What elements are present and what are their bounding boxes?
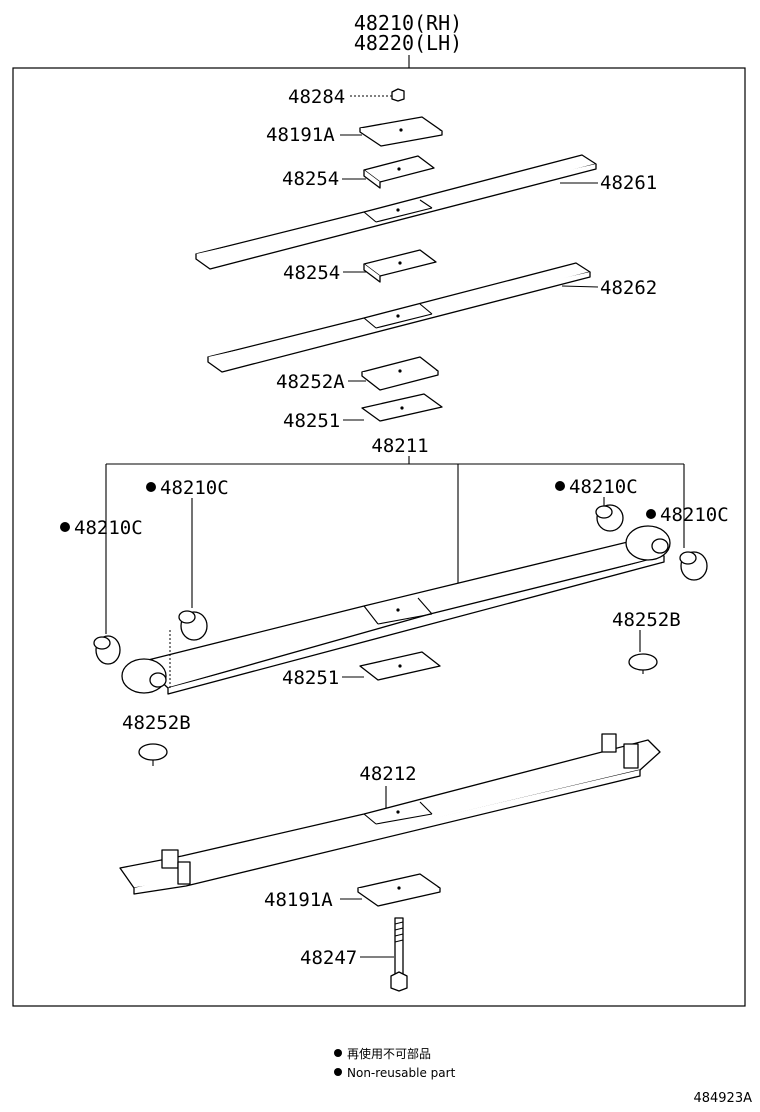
- legend-marker-jp: [334, 1049, 342, 1057]
- label-48210c-4[interactable]: 48210C: [660, 504, 729, 526]
- assembly-number-rh[interactable]: 48210(RH): [354, 11, 462, 35]
- bushing-right-outer: [679, 551, 708, 581]
- bushing-left-outer: [93, 635, 121, 665]
- pad-48254-top-hole: [397, 167, 401, 171]
- plate-48252a-edge: [361, 371, 439, 391]
- non-reusable-marker-2: [60, 522, 70, 532]
- plate-48191a-top-hole: [399, 128, 403, 132]
- label-48212[interactable]: 48212: [359, 763, 416, 785]
- non-reusable-marker-3: [555, 481, 565, 491]
- pad-48254-top-side: [363, 170, 381, 189]
- legend-marker-en: [334, 1068, 342, 1076]
- plate-48251-bottom-hole: [398, 664, 402, 668]
- plate-48252a-hole: [398, 369, 402, 373]
- plate-48251-top-hole: [400, 406, 404, 410]
- label-48247[interactable]: 48247: [300, 947, 357, 969]
- assembly-number-lh[interactable]: 48220(LH): [354, 31, 462, 55]
- leaf-48261-hole: [396, 208, 400, 212]
- assembly-frame: [12, 67, 746, 1007]
- plate-48191a-top-edge: [359, 128, 443, 147]
- bumper-48252b-right-shape: [628, 653, 658, 674]
- leaf-48262-center: [363, 303, 433, 329]
- label-48261[interactable]: 48261: [600, 172, 657, 194]
- label-48210c-3[interactable]: 48210C: [569, 476, 638, 498]
- label-48251-bottom[interactable]: 48251: [282, 667, 339, 689]
- label-48252a[interactable]: 48252A: [276, 371, 345, 393]
- label-48252b-right[interactable]: 48252B: [612, 609, 681, 631]
- leader-48262: [561, 285, 599, 288]
- label-48254-mid[interactable]: 48254: [283, 262, 340, 284]
- pad-48254-mid-hole: [398, 261, 402, 265]
- bolt-48247-shape: [390, 917, 408, 992]
- label-48211[interactable]: 48211: [371, 435, 428, 457]
- pad-48254-mid-side: [363, 264, 381, 283]
- leaf-48262-hole: [396, 314, 400, 318]
- legend-text-jp: 再使用不可部品: [347, 1046, 431, 1061]
- main-leaf-48211: [121, 525, 671, 695]
- label-48254-top[interactable]: 48254: [282, 168, 339, 190]
- label-48252b-left[interactable]: 48252B: [122, 712, 191, 734]
- label-48262[interactable]: 48262: [600, 277, 657, 299]
- plate-48191a-bottom-hole: [397, 886, 401, 890]
- non-reusable-marker-1: [146, 482, 156, 492]
- plate-48191a-bottom-edge: [357, 888, 441, 907]
- label-48191a-bottom[interactable]: 48191A: [264, 889, 333, 911]
- non-reusable-marker-4: [646, 509, 656, 519]
- label-48191a-top[interactable]: 48191A: [266, 124, 335, 146]
- illustration-code: 484923A: [693, 1091, 752, 1106]
- bushing-right-inner: [595, 504, 624, 532]
- label-48210c-2[interactable]: 48210C: [74, 517, 143, 539]
- bushing-left-inner: [178, 610, 208, 641]
- leaf-48212-shape: [119, 733, 661, 895]
- nut-48284-shape: [391, 88, 405, 102]
- leaf-48261-center: [363, 199, 433, 223]
- label-48210c-1[interactable]: 48210C: [160, 477, 229, 499]
- bumper-48252b-left-shape: [138, 743, 168, 766]
- label-48251-top[interactable]: 48251: [283, 410, 340, 432]
- label-48284[interactable]: 48284: [288, 86, 345, 108]
- legend-text-en: Non-reusable part: [347, 1066, 456, 1080]
